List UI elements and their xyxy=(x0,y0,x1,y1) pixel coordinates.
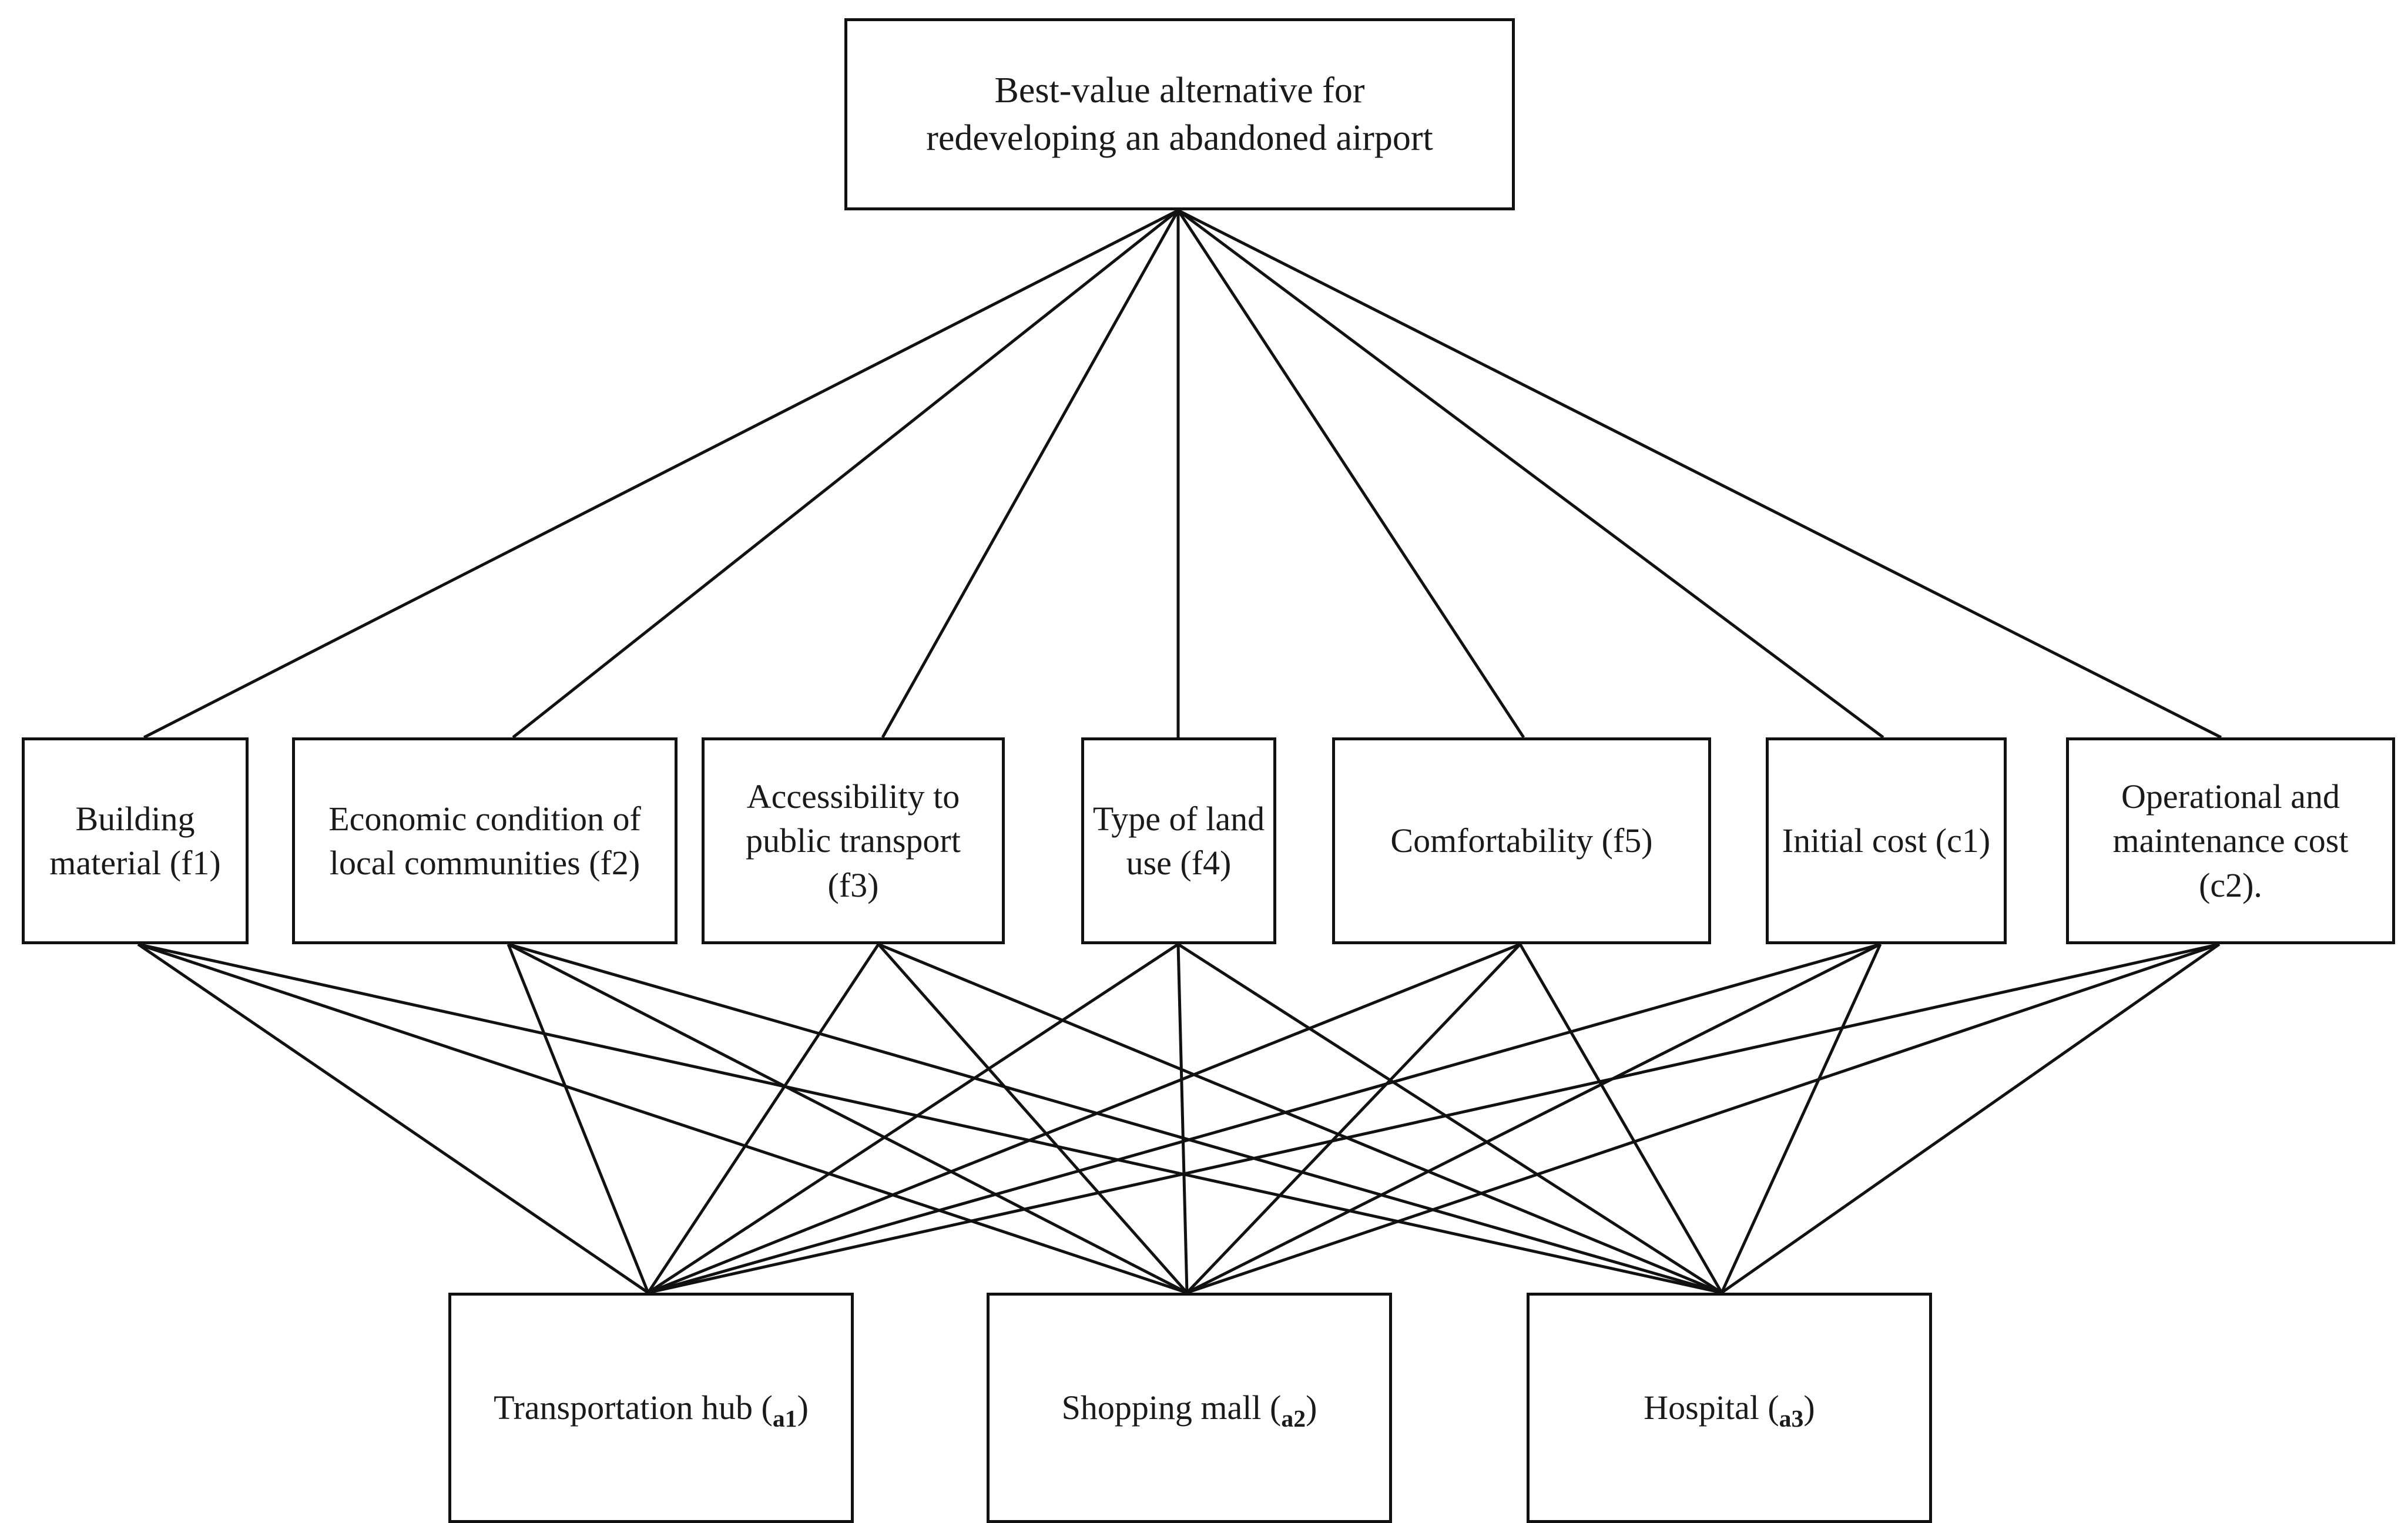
alternative-node-a3-label: Hospital (a3) xyxy=(1644,1388,1815,1433)
criterion-node-f4-label: Type of land use (f4) xyxy=(1092,799,1265,882)
edge-f5-to-a3 xyxy=(1518,943,1723,1294)
criterion-node-f3-label: Accessibility to public transport (f3) xyxy=(746,777,961,904)
criterion-node-c1-label: Initial cost (c1) xyxy=(1782,821,1991,860)
edge-c2-to-a2 xyxy=(1186,942,2220,1294)
edge-f1-to-a2 xyxy=(137,942,1188,1294)
alternative-node-a2-label: Shopping mall (a2) xyxy=(1061,1388,1317,1433)
edge-f3-to-a1 xyxy=(646,943,880,1294)
criterion-node-f5-label: Comfortability (f5) xyxy=(1390,821,1653,860)
edge-c1-to-a3 xyxy=(1720,943,1882,1294)
criterion-node-c2-label: Operational and maintenance cost (c2). xyxy=(2112,777,2349,904)
edge-goal-to-f3 xyxy=(881,209,1180,739)
edge-f4-to-a2 xyxy=(1176,944,1189,1293)
criterion-node-f4[interactable]: Type of land use (f4) xyxy=(1081,737,1276,944)
criterion-node-f3[interactable]: Accessibility to public transport (f3) xyxy=(702,737,1005,944)
goal-node-label: Best-value alternative for redeveloping … xyxy=(926,70,1433,158)
edge-goal-to-f1 xyxy=(143,209,1179,739)
edge-c1-to-a2 xyxy=(1186,942,1882,1294)
criterion-node-c2[interactable]: Operational and maintenance cost (c2). xyxy=(2066,737,2395,944)
edge-c1-to-a1 xyxy=(648,942,1881,1294)
edge-goal-to-f2 xyxy=(512,209,1179,739)
edge-f5-to-a2 xyxy=(1186,943,1521,1294)
edge-f3-to-a2 xyxy=(877,943,1188,1294)
edge-f5-to-a1 xyxy=(648,942,1521,1294)
criterion-node-f1[interactable]: Building material (f1) xyxy=(22,737,249,944)
edge-f2-to-a2 xyxy=(507,942,1188,1294)
edge-f3-to-a3 xyxy=(878,942,1722,1294)
alternative-node-a1-label: Transportation hub (a1) xyxy=(494,1388,809,1433)
edge-f2-to-a1 xyxy=(507,944,650,1293)
edge-goal-to-c2 xyxy=(1177,209,2222,739)
edge-c2-to-a1 xyxy=(648,942,2220,1294)
criterion-node-c1[interactable]: Initial cost (c1) xyxy=(1766,737,2007,944)
edge-f4-to-a1 xyxy=(647,942,1179,1294)
edge-goal-to-c1 xyxy=(1177,209,1884,739)
edge-f4-to-a3 xyxy=(1177,942,1723,1294)
edge-f1-to-a3 xyxy=(137,942,1722,1294)
edge-c2-to-a3 xyxy=(1721,942,2221,1294)
criterion-node-f5[interactable]: Comfortability (f5) xyxy=(1332,737,1711,944)
criterion-node-f2[interactable]: Economic condition of local communities … xyxy=(292,737,678,944)
goal-node[interactable]: Best-value alternative for redeveloping … xyxy=(844,18,1515,210)
alternative-node-a3[interactable]: Hospital (a3) xyxy=(1527,1293,1932,1523)
alternative-node-a2[interactable]: Shopping mall (a2) xyxy=(987,1293,1392,1523)
alternative-node-a1[interactable]: Transportation hub (a1) xyxy=(448,1293,854,1523)
criterion-node-f2-label: Economic condition of local communities … xyxy=(328,799,641,882)
edge-goal-to-f5 xyxy=(1176,209,1525,739)
criterion-node-f1-label: Building material (f1) xyxy=(49,799,221,882)
edge-f1-to-a1 xyxy=(137,942,649,1294)
edge-f2-to-a3 xyxy=(508,942,1722,1294)
